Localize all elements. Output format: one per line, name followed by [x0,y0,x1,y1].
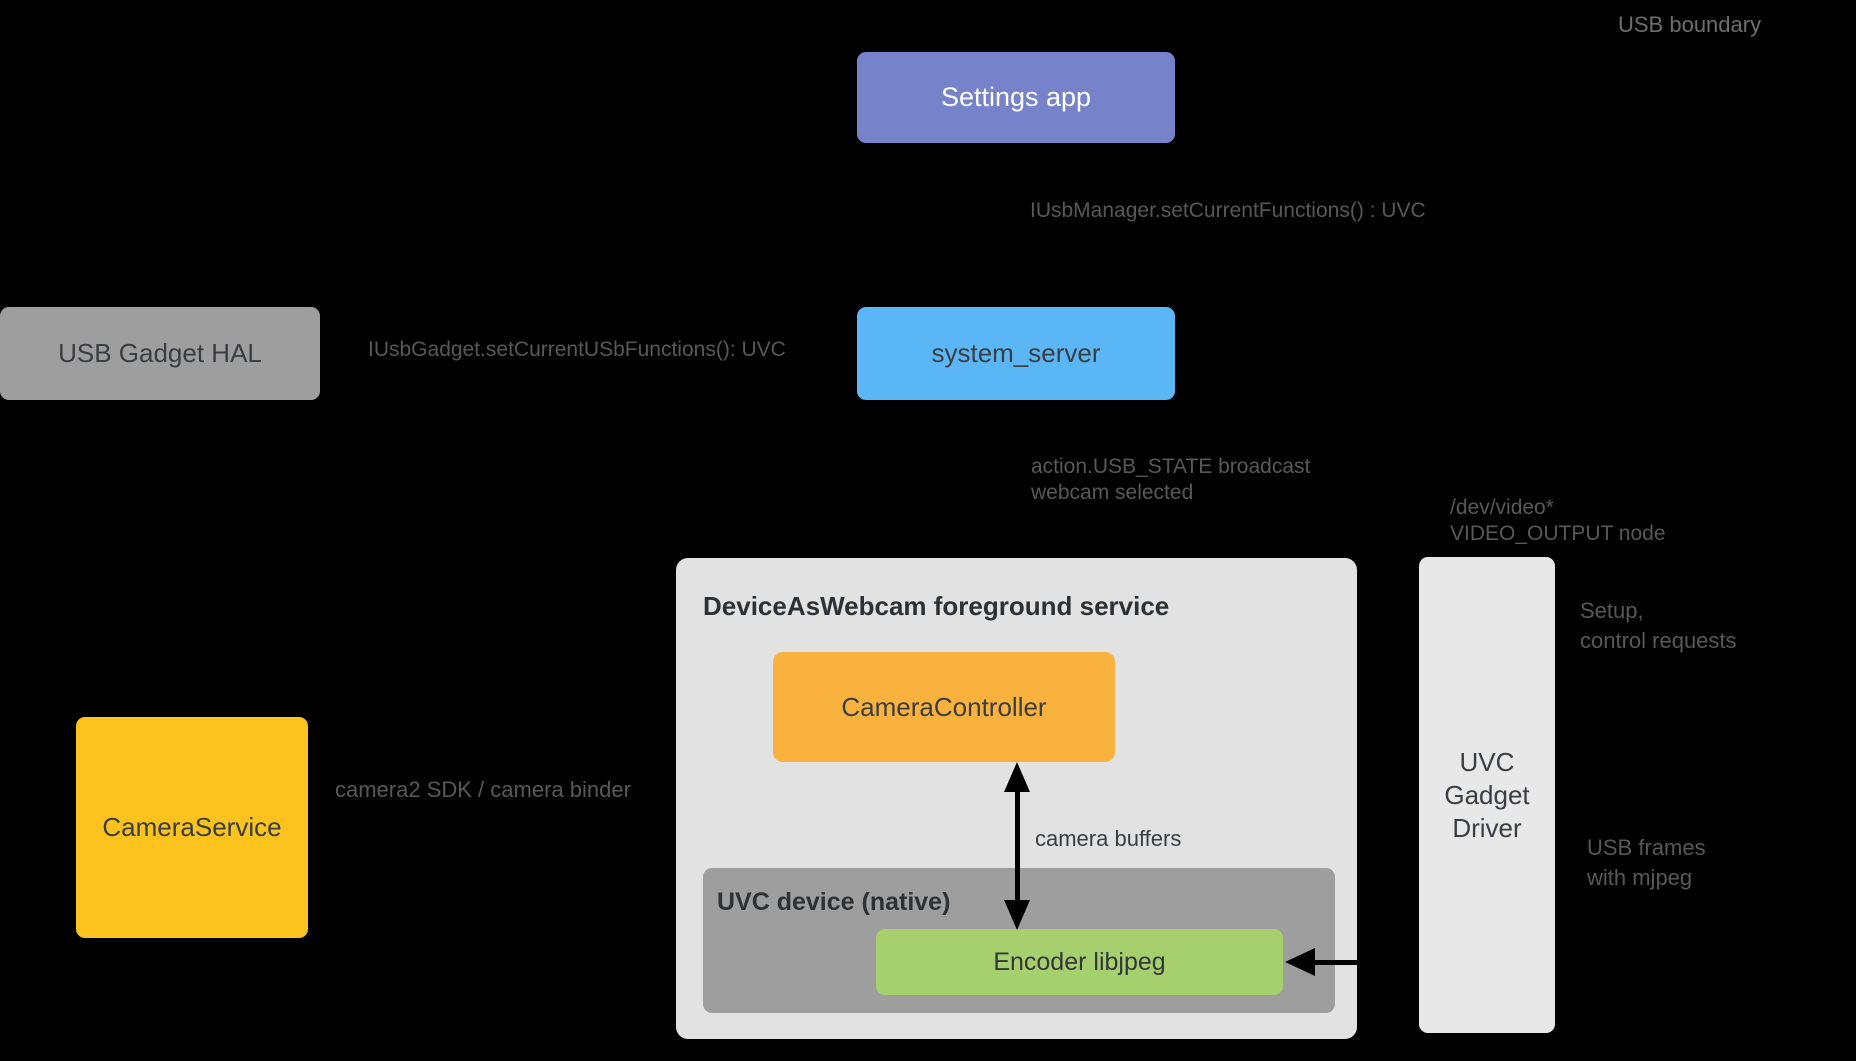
usb-frames-arrow [1308,960,1419,965]
camera-buffers-label: camera buffers [1035,826,1182,851]
settings-app-node: Settings app [857,52,1175,143]
usb-frames-mjpeg-label: USB frames with mjpeg [1587,835,1706,890]
usb-gadget-hal-node: USB Gadget HAL [0,307,320,400]
usb-state-broadcast-label: action.USB_STATE broadcast webcam select… [1031,455,1311,504]
encoder-libjpeg-node: Encoder libjpeg [876,929,1283,995]
connector-cameraservice-daw [308,826,676,831]
camera2-sdk-label: camera2 SDK / camera binder [335,777,631,802]
connector-settings-systemserver [1014,143,1019,308]
camera-buffers-arrow [1015,785,1020,907]
arrowhead-left-icon [1285,948,1315,976]
system-server-node: system_server [857,307,1175,400]
uvc-gadget-driver-node: UVC Gadget Driver [1419,557,1555,1033]
setup-control-requests-label: Setup, control requests [1580,598,1737,653]
camera-controller-node: CameraController [773,652,1115,762]
camera-service-node: CameraService [76,717,308,938]
iusbmanager-call-label: IUsbManager.setCurrentFunctions() : UVC [1030,199,1426,222]
iusbgadget-call-label: IUsbGadget.setCurrentUSbFunctions(): UVC [368,338,786,361]
connector-hal-systemserver [320,351,857,356]
dev-video-node-label: /dev/video* VIDEO_OUTPUT node [1450,496,1666,545]
arrowhead-down-icon [1004,900,1030,930]
connector-systemserver-daw [1014,399,1019,559]
usb-boundary-label: USB boundary [1618,12,1762,37]
arrowhead-up-icon [1004,762,1030,792]
uvc-device-native-title: UVC device (native) [717,888,951,916]
deviceaswebcam-title: DeviceAsWebcam foreground service [703,591,1170,621]
